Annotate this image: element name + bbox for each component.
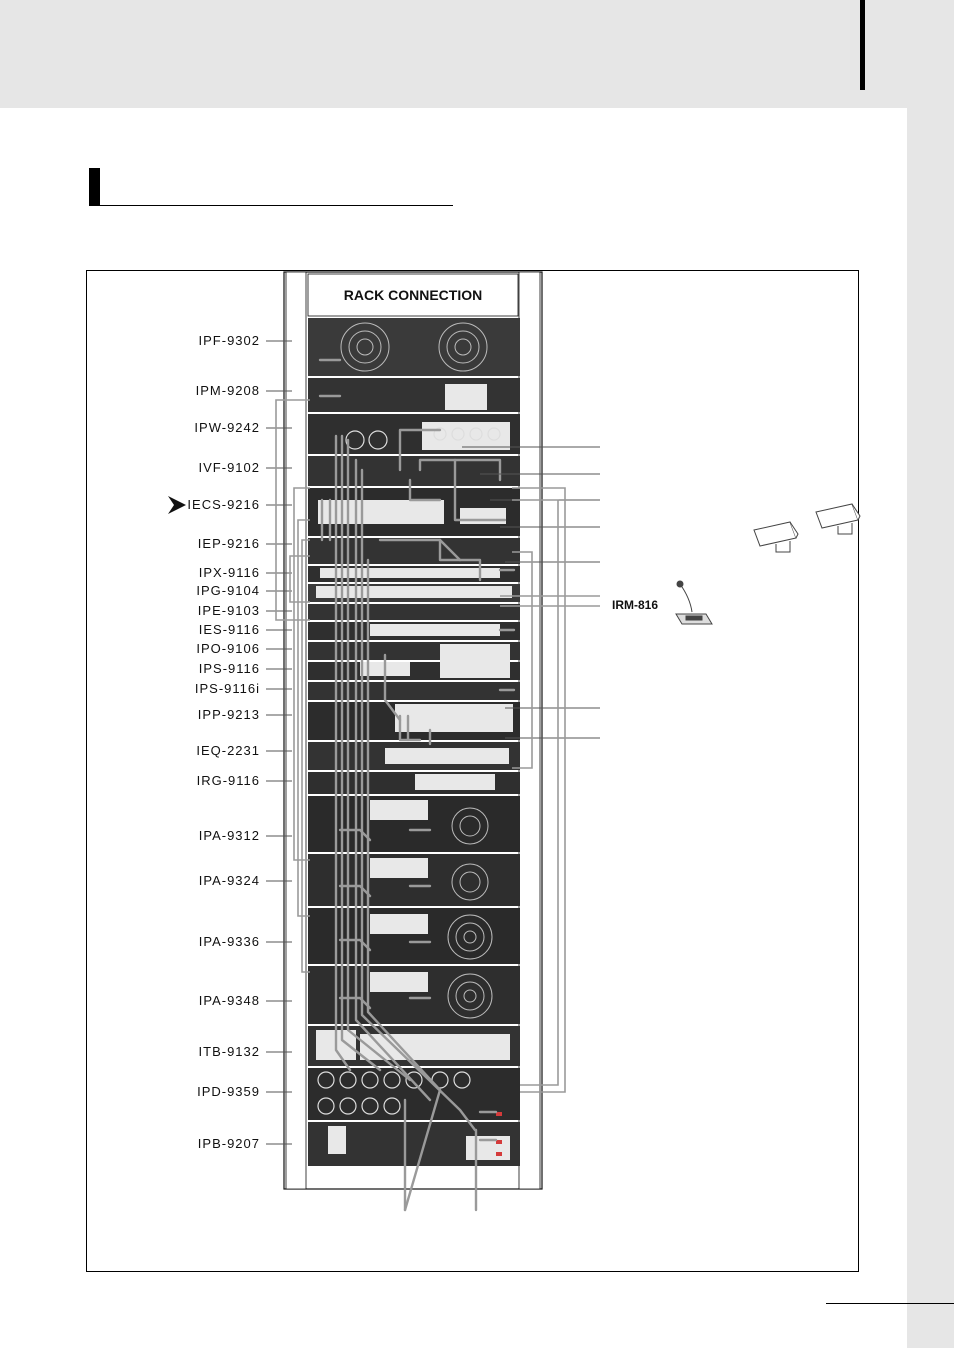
device-label-ips-9116i: IPS-9116i xyxy=(170,682,260,696)
device-label-ipe-9103: IPE-9103 xyxy=(170,604,260,618)
device-label-ivf-9102: IVF-9102 xyxy=(170,461,260,475)
device-label-iep-9216: IEP-9216 xyxy=(170,537,260,551)
unit-iep-9216 xyxy=(308,538,520,564)
device-label-ipa-9336: IPA-9336 xyxy=(170,935,260,949)
unit-ipf-9302 xyxy=(308,318,520,376)
camera-icon xyxy=(816,504,860,534)
device-label-ipa-9348: IPA-9348 xyxy=(170,994,260,1008)
camera-icon xyxy=(754,522,798,552)
device-label-itb-9132: ITB-9132 xyxy=(170,1045,260,1059)
device-label-ipx-9116: IPX-9116 xyxy=(170,566,260,580)
remote-mic-label: IRM-816 xyxy=(612,598,658,612)
device-label-ies-9116: IES-9116 xyxy=(170,623,260,637)
microphone-icon xyxy=(676,581,712,624)
device-label-iecs-9216: IECS-9216 xyxy=(170,498,260,512)
device-label-ipa-9324: IPA-9324 xyxy=(170,874,260,888)
device-label-ipp-9213: IPP-9213 xyxy=(170,708,260,722)
device-label-ipg-9104: IPG-9104 xyxy=(170,584,260,598)
device-label-ips-9116: IPS-9116 xyxy=(170,662,260,676)
device-label-ipf-9302: IPF-9302 xyxy=(170,334,260,348)
device-label-irg-9116: IRG-9116 xyxy=(170,774,260,788)
device-label-ipa-9312: IPA-9312 xyxy=(170,829,260,843)
device-label-ieq-2231: IEQ-2231 xyxy=(170,744,260,758)
rack-title: RACK CONNECTION xyxy=(308,274,518,316)
device-label-ipb-9207: IPB-9207 xyxy=(170,1137,260,1151)
device-label-ipm-9208: IPM-9208 xyxy=(170,384,260,398)
device-label-ipw-9242: IPW-9242 xyxy=(170,421,260,435)
device-label-ipd-9359: IPD-9359 xyxy=(170,1085,260,1099)
unit-ips-9116i xyxy=(308,682,520,700)
rack-rail-left xyxy=(286,272,306,1189)
rack-rail-right xyxy=(519,272,540,1189)
device-label-ipo-9106: IPO-9106 xyxy=(170,642,260,656)
unit-ipe-9103 xyxy=(308,604,520,620)
